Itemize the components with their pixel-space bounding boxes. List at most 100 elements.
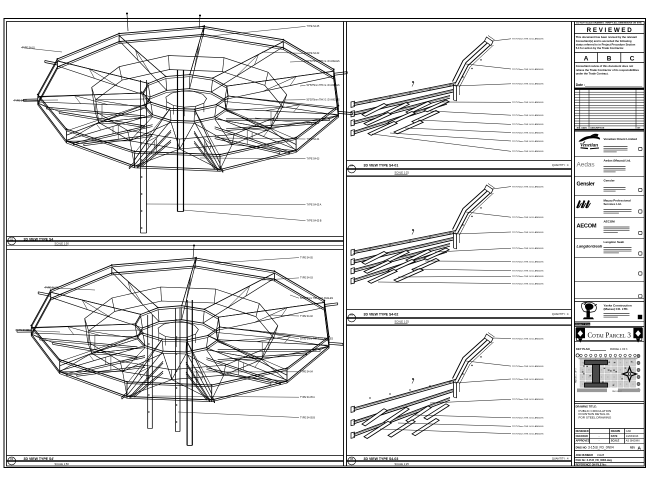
svg-text:Consultant review of this: Consultant review of this document does … [576, 64, 634, 68]
svg-text:Gensler: Gensler [604, 179, 616, 183]
svg-text:TYPE S4-03: TYPE S4-03 [307, 159, 320, 161]
svg-text:TYPE S4-05: TYPE S4-05 [300, 257, 313, 259]
svg-text:AECOM: AECOM [604, 220, 616, 224]
svg-text:Aedas (Macau) Ltd.: Aedas (Macau) Ltd. [604, 159, 632, 163]
svg-text:under the Trade Contract.: under the Trade Contract. [576, 71, 609, 75]
svg-text:PARCEL 1 OF 3: PARCEL 1 OF 3 [575, 368, 578, 383]
svg-text:PUBLIC CIRCULATION: PUBLIC CIRCULATION [579, 409, 612, 413]
svg-text:Consultant(s) and is accord: Consultant(s) and is accorded the follow… [576, 39, 632, 43]
svg-text:Gensler: Gensler [577, 182, 596, 188]
svg-text:Macau Professional: Macau Professional [604, 199, 631, 203]
svg-text:50*50*5mm THK G.I.D ANGLES: 50*50*5mm THK G.I.D ANGLES [307, 84, 340, 87]
svg-text:75*75*6mm THK G.I.D ANGLES: 75*75*6mm THK G.I.D ANGLES [512, 260, 544, 263]
svg-text:REFERENCE ON FILE No:: REFERENCE ON FILE No: [576, 464, 607, 467]
svg-text:75*75*6mm THK G.I.D ANGLES: 75*75*6mm THK G.I.D ANGLES [512, 365, 544, 368]
svg-text:50*50*5mm THK G.I.D ANGLES: 50*50*5mm THK G.I.D ANGLES [307, 60, 340, 63]
svg-text:02: 02 [10, 237, 14, 241]
svg-text:QUANTITY : 4: QUANTITY : 4 [552, 163, 569, 167]
svg-text:Venetian Orient Limited: Venetian Orient Limited [604, 137, 638, 141]
svg-text:C: C [630, 56, 635, 63]
svg-text:75*75*6mm THK G.I.D ANGLES: 75*75*6mm THK G.I.D ANGLES [512, 231, 544, 234]
svg-text:DESIGNED: DESIGNED [576, 430, 589, 433]
svg-text:CAD: CAD [626, 430, 631, 433]
svg-text:APPROVED: APPROVED [576, 440, 590, 443]
svg-text:SCALE: SCALE [611, 440, 620, 443]
svg-text:Venetian: Venetian [580, 143, 598, 148]
svg-text:status referred to in Proj: status referred to in Project Procedure … [576, 42, 636, 46]
svg-text:75*75*6mm THK G.I.D ANGLES: 75*75*6mm THK G.I.D ANGLES [512, 282, 544, 285]
svg-text:50*50*5mm THK G.I.D ANGLES: 50*50*5mm THK G.I.D ANGLES [307, 99, 340, 102]
svg-text:3D VIEW TYPE S4: 3D VIEW TYPE S4 [24, 237, 54, 241]
svg-text:FILE No: 3-15.B_FD_0N04.dwg: FILE No: 3-15.B_FD_0N04.dwg [576, 459, 613, 462]
svg-text:TYPE S4-05 B: TYPE S4-05 B [307, 221, 322, 223]
svg-text:Date :: Date : [576, 83, 585, 87]
svg-text:75*75*6mm THK G.I.D ANGLES: 75*75*6mm THK G.I.D ANGLES [512, 83, 544, 86]
svg-text:Services Ltd.: Services Ltd. [604, 202, 622, 206]
svg-text:REV: REV [630, 446, 635, 449]
svg-text:TYPE S4-04: TYPE S4-04 [307, 139, 320, 141]
svg-text:TYPE S4-04: TYPE S4-04 [300, 372, 313, 374]
svg-text:3D VIEW TYPE S4-03: 3D VIEW TYPE S4-03 [364, 457, 399, 461]
svg-text:75*75*6mm THK G.I.D ANGLES: 75*75*6mm THK G.I.D ANGLES [512, 150, 544, 153]
svg-text:75*75*6mm THK G.I.D ANGLES: 75*75*6mm THK G.I.D ANGLES [512, 247, 544, 250]
svg-text:50*50*5mm THK G.I.D ANGLES: 50*50*5mm THK G.I.D ANGLES [300, 297, 333, 300]
svg-text:TYPE S4-03: TYPE S4-03 [300, 278, 313, 280]
svg-text:5.4 for action by the Tra: 5.4 for action by the Trade Contractor. [576, 46, 625, 50]
svg-text:TYPE S4-02: TYPE S4-02 [307, 53, 320, 55]
svg-text:FOUNTAIN DETAIL 01: FOUNTAIN DETAIL 01 [579, 412, 611, 416]
svg-text:SCALE 1:25: SCALE 1:25 [395, 320, 410, 324]
svg-text:75*75*6mm THK G.I.D ANGLES: 75*75*6mm THK G.I.D ANGLES [512, 123, 544, 126]
svg-text:FOR STEEL DRAWING: FOR STEEL DRAWING [579, 415, 612, 419]
svg-text:This document has been revised: This document has been revised by the re… [576, 35, 637, 39]
svg-text:75*75*6mm THK G.I.D ANGLES: 75*75*6mm THK G.I.D ANGLES [512, 398, 544, 401]
svg-text:PROJECT TITLE:: PROJECT TITLE: [575, 324, 590, 326]
svg-text:SCALE 1:50: SCALE 1:50 [55, 242, 70, 246]
svg-text:-: - [599, 435, 600, 438]
svg-text:75*75*6mm THK G.I.D ANGLES: 75*75*6mm THK G.I.D ANGLES [512, 378, 544, 381]
svg-text:SCALE 1:25: SCALE 1:25 [395, 462, 410, 466]
svg-text:3-15.B_FD_0N04: 3-15.B_FD_0N04 [588, 446, 614, 450]
svg-text:75*75*6mm THK G.I.D ANGLES: 75*75*6mm THK G.I.D ANGLES [512, 425, 544, 428]
svg-text:-: - [599, 440, 600, 443]
svg-text:AECOM: AECOM [577, 224, 597, 230]
svg-text:Langdon Seah: Langdon Seah [604, 240, 625, 244]
svg-text:QUANTITY : 4: QUANTITY : 4 [552, 457, 569, 461]
svg-text:NO.: NO. [577, 127, 581, 129]
svg-text:75*75*6mm THK G.I.D ANGLES: 75*75*6mm THK G.I.D ANGLES [512, 101, 544, 104]
svg-text:TYPE S4-05: TYPE S4-05 [307, 26, 320, 28]
svg-text:Yaoke Construction: Yaoke Construction [604, 304, 632, 308]
svg-text:75*75*6mm THK G.I.D ANGLES: 75*75*6mm THK G.I.D ANGLES [512, 114, 544, 117]
svg-text:QUANTITY : 4: QUANTITY : 4 [552, 312, 569, 316]
svg-text:14/03/2013: 14/03/2013 [626, 435, 639, 438]
svg-text:75*75*6mm THK G.I.D ANGLES: 75*75*6mm THK G.I.D ANGLES [512, 185, 544, 188]
svg-text:(Macau) CO. LTD.: (Macau) CO. LTD. [604, 307, 629, 311]
svg-text:TYPE S4-02: TYPE S4-02 [16, 330, 29, 332]
svg-text:75*75*6mm THK G.I.D ANGLES: 75*75*6mm THK G.I.D ANGLES [512, 275, 544, 278]
svg-text:DRAWN: DRAWN [611, 430, 621, 433]
svg-text:05: 05 [350, 312, 354, 316]
svg-text:KEY PLAN: KEY PLAN [576, 347, 590, 351]
svg-text:75*75*6mm THK G.I.D ANGLES: 75*75*6mm THK G.I.D ANGLES [512, 140, 544, 143]
svg-text:DWG NO: DWG NO [576, 445, 587, 449]
svg-text:B: B [607, 56, 612, 63]
svg-text:PARCEL 2: PARCEL 2 [612, 390, 622, 393]
svg-text:Aedas: Aedas [577, 161, 595, 168]
svg-text:A: A [584, 56, 589, 63]
svg-text:TYPE S4-05 A: TYPE S4-05 A [307, 203, 322, 206]
svg-text:R E V I E W E D: R E V I E W E D [587, 27, 633, 34]
svg-text:BY: BY [638, 127, 641, 129]
svg-text:03: 03 [10, 457, 14, 461]
svg-text:DESCRIPTION: DESCRIPTION [591, 127, 605, 129]
svg-text:LangdonSeah: LangdonSeah [577, 243, 603, 248]
svg-text:75*75*6mm THK G.I.D ANGLES: 75*75*6mm THK G.I.D ANGLES [512, 38, 544, 41]
svg-text:DRAWING TITLE:: DRAWING TITLE: [576, 405, 597, 409]
svg-text:PARCEL 1 OF 3: PARCEL 1 OF 3 [610, 348, 628, 351]
svg-text:75*75*6mm THK G.I.D ANGLES: 75*75*6mm THK G.I.D ANGLES [512, 68, 544, 71]
svg-text:DO NOT SCALE DRAWING. VERIFY A: DO NOT SCALE DRAWING. VERIFY ALL DIMENSI… [576, 22, 642, 25]
svg-text:SCALE 1:25: SCALE 1:25 [395, 171, 410, 175]
svg-text:04: 04 [350, 163, 354, 167]
svg-text:A: A [638, 445, 642, 451]
svg-text:75*75*6mm THK G.I.D ANGLES: 75*75*6mm THK G.I.D ANGLES [512, 337, 544, 340]
svg-text:3D VIEW TYPE S4-01: 3D VIEW TYPE S4-01 [364, 163, 399, 167]
svg-text:31128: 31128 [597, 453, 605, 457]
